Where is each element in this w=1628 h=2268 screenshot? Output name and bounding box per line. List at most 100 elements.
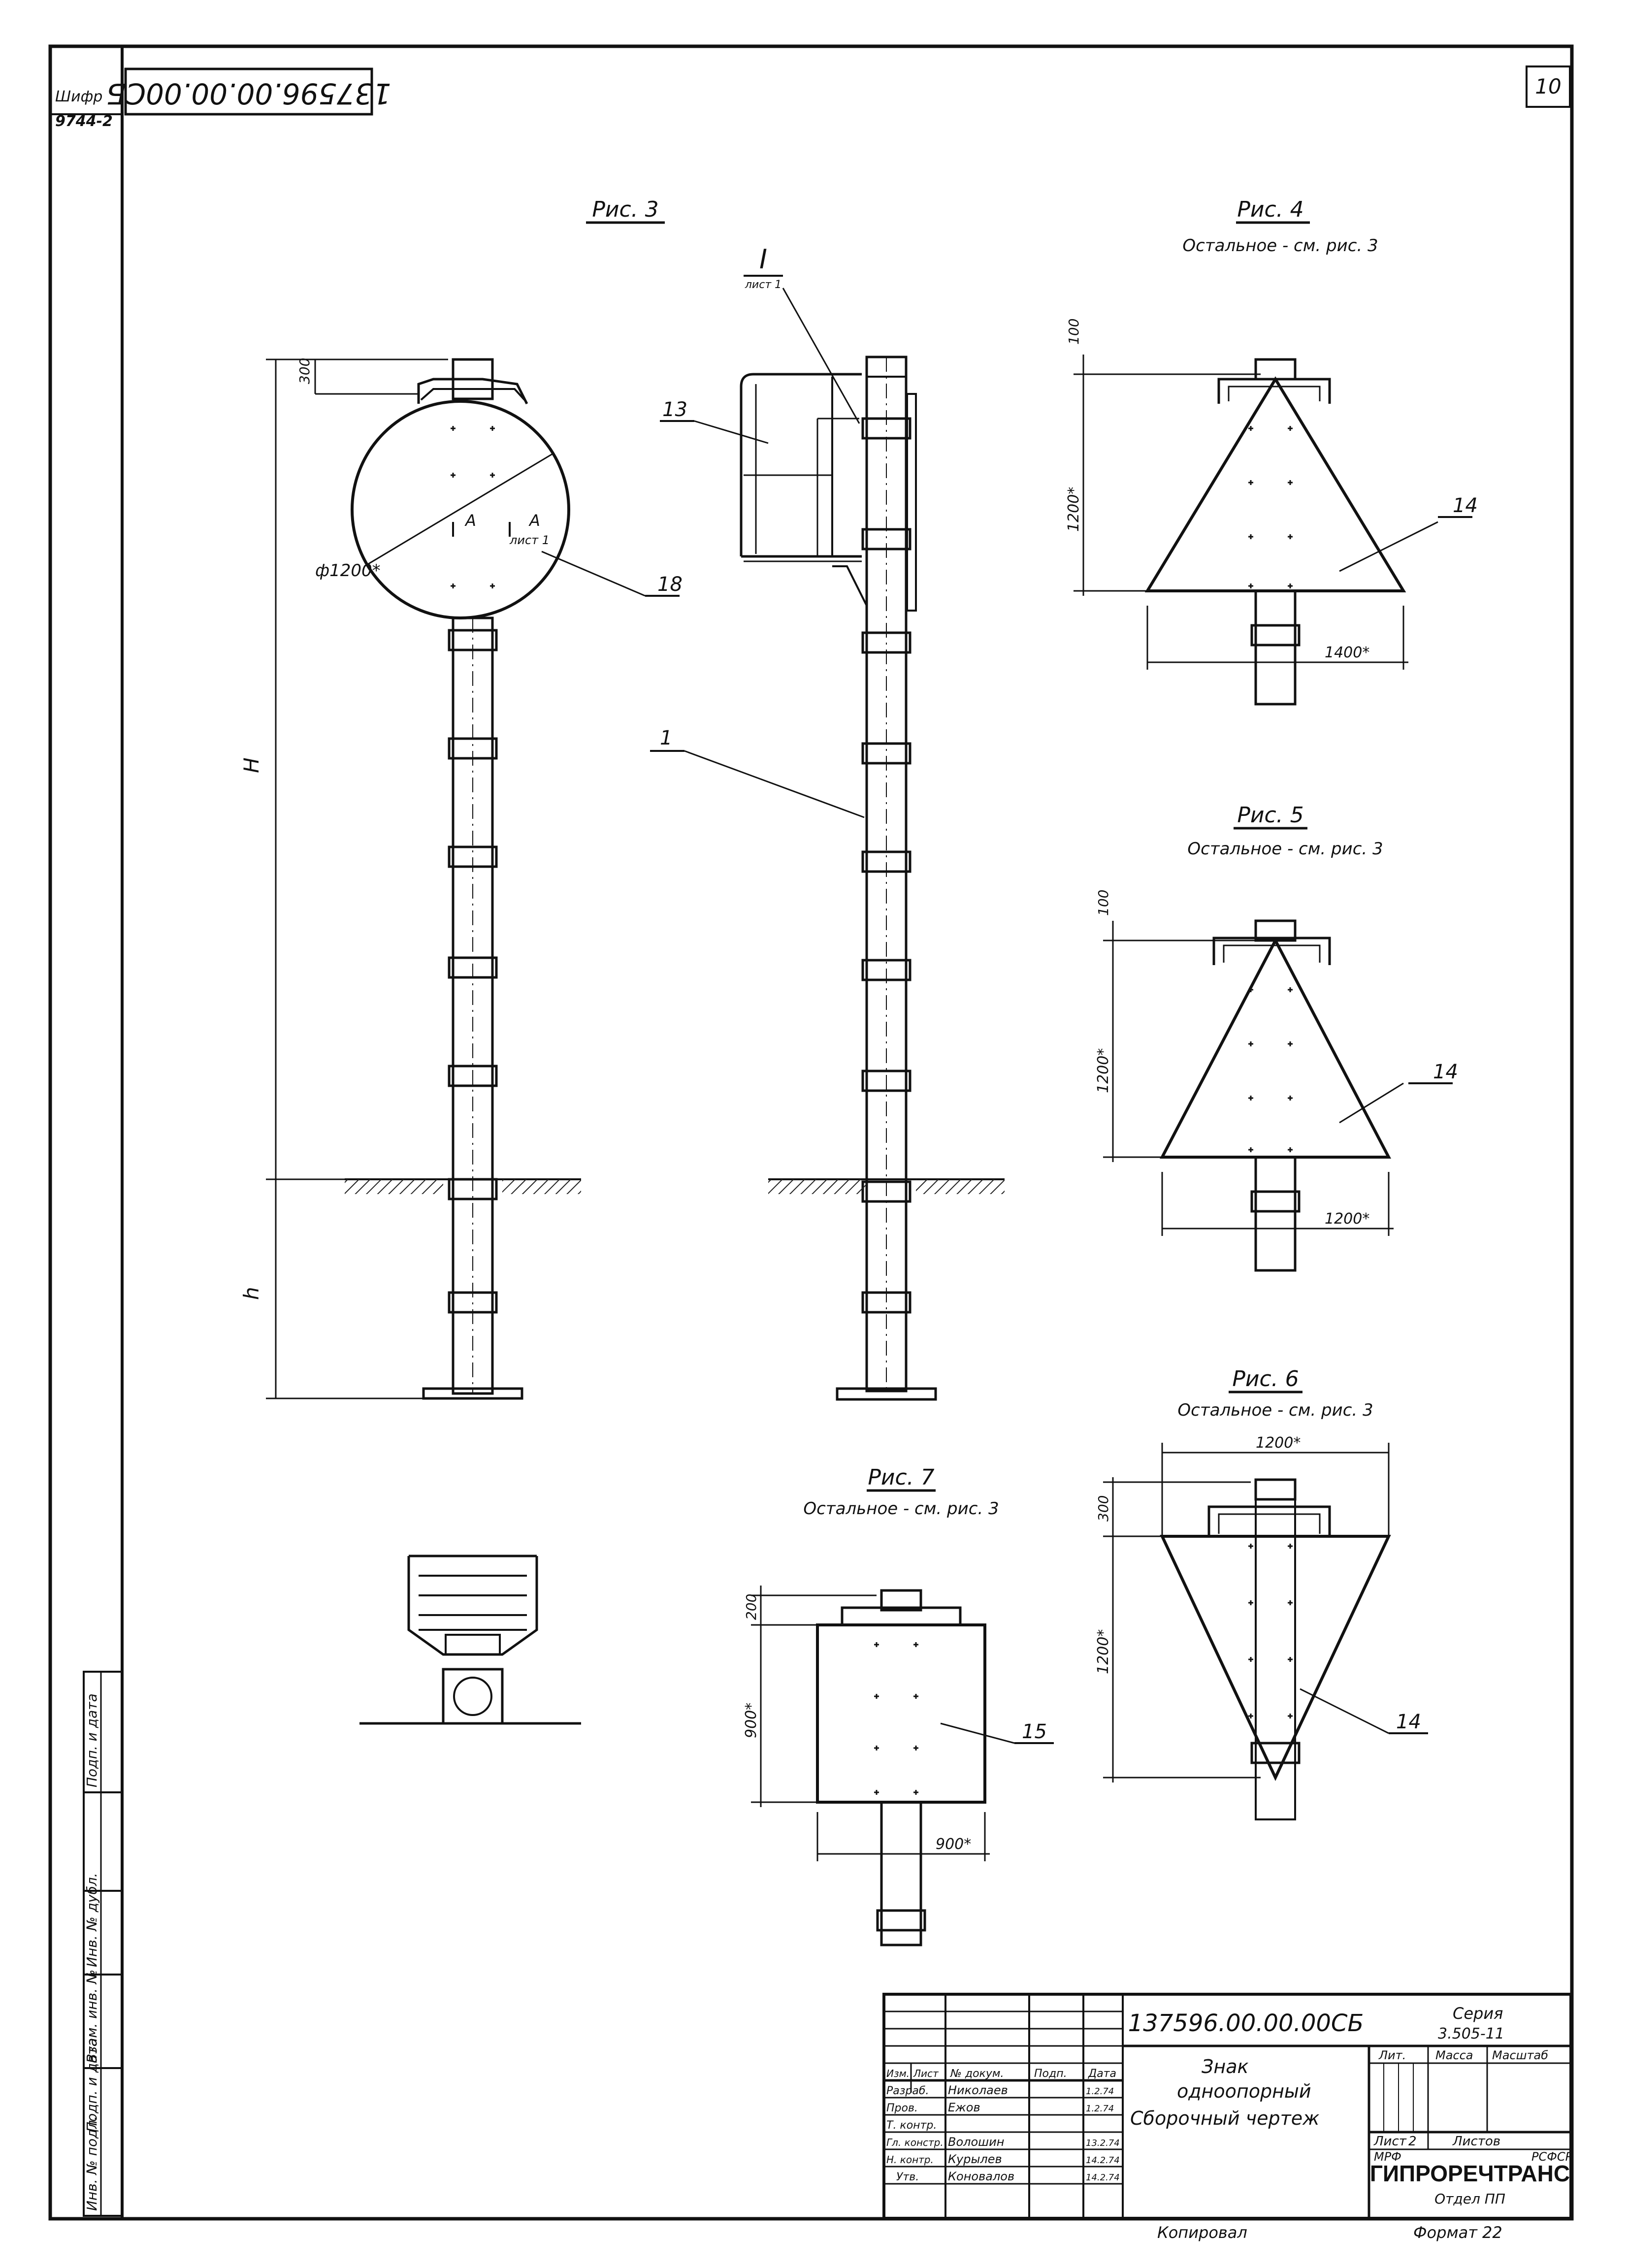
fig6-subtitle: Остальное - см. рис. 3	[1177, 1400, 1373, 1420]
tb-col-izm: Изм.	[886, 2068, 910, 2079]
rotated-code-box: 137596.00.00.00СБ	[106, 67, 391, 116]
figure-side-view: I лист 1 13 1	[650, 244, 1005, 1401]
tb-dept: Отдел ПП	[1434, 2191, 1505, 2207]
fig5-title: Рис. 5	[1237, 803, 1303, 828]
tb-row-role: Пров.	[886, 2102, 918, 2114]
tb-row-role: Разраб.	[886, 2085, 929, 2097]
page-number: 10	[1535, 74, 1561, 98]
tb-rows: Разраб. Николаев 1.2.74 Пров. Ежов 1.2.7…	[886, 2083, 1120, 2183]
fig3-title: Рис. 3	[592, 197, 658, 222]
tb-ministry-2: РСФСР	[1531, 2150, 1573, 2164]
fig4-dim-top: 100	[1066, 319, 1082, 345]
tb-row-name: Коновалов	[948, 2170, 1014, 2183]
figure-7: Рис. 7 Остальное - см. рис. 3 200 900* 9…	[743, 1465, 1054, 1946]
cipher-value: 9744-2	[55, 113, 113, 130]
fig7-dim-height: 900*	[743, 1703, 760, 1738]
side-stamp-3: Взам. инв. №	[84, 1970, 100, 2063]
figure-4: Рис. 4 Остальное - см. рис. 3 100 1200* …	[1065, 197, 1478, 706]
figure-5: Рис. 5 Остальное - см. рис. 3 100 1200* …	[1095, 803, 1458, 1272]
fig4-title: Рис. 4	[1237, 197, 1303, 222]
fig3-dim-diameter: ф1200*	[315, 561, 381, 581]
tb-row-role: Т. контр.	[886, 2119, 937, 2132]
fig6-title: Рис. 6	[1232, 1366, 1299, 1392]
tb-row-date: 14.2.74	[1086, 2172, 1120, 2183]
side-stamp-2: Подп. и дата	[84, 2038, 100, 2132]
figure-6: Рис. 6 Остальное - см. рис. 3 1200* 300 …	[1095, 1366, 1428, 1820]
fig3-section-ref: лист 1	[509, 533, 550, 547]
callout-13: 13	[662, 398, 687, 421]
tb-col-sign: Подп.	[1034, 2068, 1067, 2080]
sheet-border	[48, 44, 1574, 2221]
fig6-dim-width: 1200*	[1256, 1434, 1301, 1452]
fig5-triangle	[1160, 937, 1391, 1159]
tb-row-name: Курылев	[948, 2152, 1002, 2166]
fig7-dim-width: 900*	[936, 1836, 971, 1853]
tb-row-date: 1.2.74	[1086, 2086, 1114, 2097]
tb-lit-header: Лит.	[1378, 2048, 1406, 2062]
side-stamp-1: Инв. № подл.	[84, 2116, 100, 2211]
tb-row-role: Гл. констр.	[886, 2137, 944, 2148]
fig3-clamps	[448, 629, 498, 1314]
fig4-dim-height: 1200*	[1065, 487, 1082, 532]
fig6-dim-top: 300	[1095, 1495, 1111, 1522]
tb-title-2: одноопорный	[1177, 2080, 1311, 2102]
tb-row-date: 14.2.74	[1086, 2155, 1120, 2166]
tb-row-date: 1.2.74	[1086, 2104, 1114, 2114]
format-label: Формат 22	[1413, 2223, 1502, 2242]
callout-18: 18	[657, 573, 683, 596]
tb-mass-header: Масса	[1435, 2048, 1473, 2062]
tb-title-1: Знак	[1202, 2056, 1248, 2077]
fig3-section-a-left: A	[464, 511, 476, 530]
fig5-dim-height: 1200*	[1095, 1048, 1112, 1093]
copied-by: Копировал	[1157, 2223, 1247, 2242]
fig7-callout: 15	[1022, 1720, 1047, 1743]
fig6-triangle	[1160, 1535, 1391, 1782]
tb-series-label: Серия	[1453, 2004, 1503, 2023]
tb-org: ГИПРОРЕЧТРАНС	[1370, 2161, 1570, 2186]
tb-series-value: 3.505-11	[1438, 2025, 1504, 2042]
fig7-dim-top: 200	[743, 1594, 759, 1620]
fig7-title: Рис. 7	[868, 1465, 934, 1490]
side-stamp: Инв. № подл. Подп. и дата Взам. инв. № И…	[83, 1671, 123, 2217]
fig5-callout: 14	[1433, 1061, 1458, 1083]
tb-title-3: Сборочный чертеж	[1130, 2107, 1319, 2129]
page-number-box: 10	[1526, 65, 1571, 108]
side-stamp-4: Инв. № дубл.	[84, 1873, 100, 1967]
fig6-dim-height: 1200*	[1095, 1629, 1112, 1674]
fig3-dim-H: H	[239, 757, 263, 773]
tb-row-date: 13.2.74	[1086, 2138, 1120, 2148]
fig7-subtitle: Остальное - см. рис. 3	[803, 1499, 999, 1519]
tb-row-role: Утв.	[896, 2171, 919, 2183]
tb-sheet-label: Лист	[1373, 2134, 1407, 2149]
fig4-dim-width: 1400*	[1325, 644, 1369, 661]
tb-ministry-1: МРФ	[1374, 2150, 1401, 2164]
tb-row-role: Н. контр.	[886, 2154, 934, 2166]
tb-col-list: Лист	[913, 2068, 939, 2079]
fig7-square	[816, 1623, 986, 1804]
tb-sheet-value: 2	[1408, 2134, 1417, 2149]
side-stamp-5: Подп. и дата	[84, 1693, 100, 1787]
detail-mark: I	[759, 244, 767, 275]
fig3-section-a-right: A	[528, 511, 540, 530]
fig4-subtitle: Остальное - см. рис. 3	[1182, 236, 1378, 256]
tb-doc-code: 137596.00.00.00СБ	[1128, 2009, 1364, 2037]
disc-bolts	[451, 426, 495, 588]
side-clamps	[861, 417, 912, 1314]
tb-scale-header: Масштаб	[1492, 2048, 1548, 2062]
title-block: 137596.00.00.00СБ Серия 3.505-11 Знак од…	[882, 1993, 1573, 2220]
rotated-doc-code: 137596.00.00.00СБ	[106, 77, 391, 110]
fig3-dim-top: 300	[296, 358, 313, 384]
fig4-callout: 14	[1453, 494, 1478, 517]
tb-col-doc: № докум.	[950, 2068, 1004, 2080]
cipher-box: Шифр 9744-2	[50, 88, 122, 130]
figure-3: Рис. 3 ф1200* A A лист 1 18	[239, 197, 683, 1400]
tb-row-name: Николаев	[948, 2083, 1008, 2097]
callout-1: 1	[660, 727, 672, 749]
top-view	[359, 1555, 581, 1725]
fig5-subtitle: Остальное - см. рис. 3	[1187, 839, 1383, 859]
tb-row-name: Ежов	[948, 2101, 980, 2114]
tb-row-name: Волошин	[948, 2135, 1004, 2149]
fig3-dim-h: h	[239, 1287, 263, 1300]
tb-col-date: Дата	[1088, 2068, 1116, 2080]
